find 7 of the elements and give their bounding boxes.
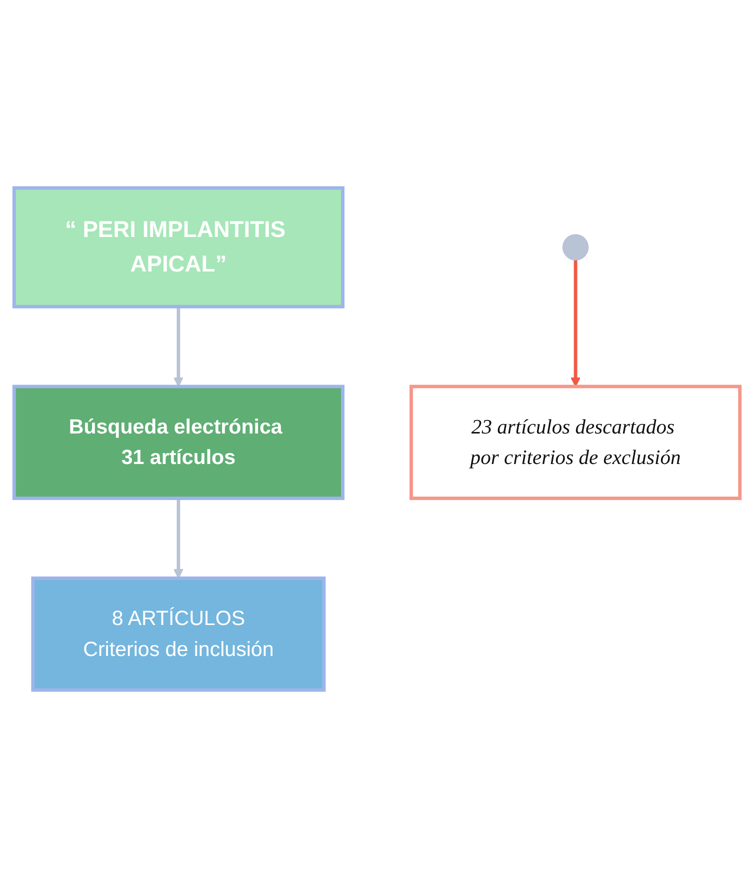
node-box: 23 artículos descartados por criterios de exclusión: [410, 384, 742, 500]
node-box: 8 ARTÍCULOS Criterios de inclusión: [31, 576, 326, 692]
arrow: [570, 260, 581, 387]
arrow: [173, 306, 184, 387]
arrow: [173, 498, 184, 579]
node-box: Búsqueda electrónica 31 artículos: [12, 384, 344, 500]
node-box: “ PERI IMPLANTITIS APICAL”: [12, 186, 344, 308]
